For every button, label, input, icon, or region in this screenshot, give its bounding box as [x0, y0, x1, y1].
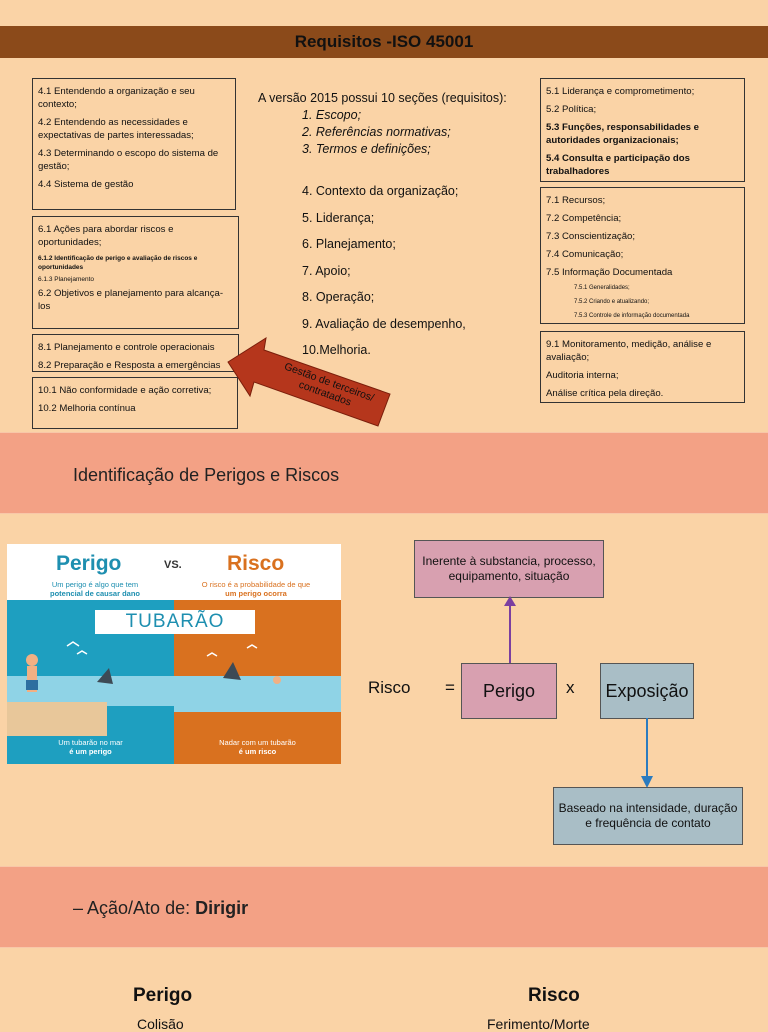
requirement-item: 6.1.3 Planejamento — [38, 276, 95, 283]
left-requirements-box: 4.1 Entendendo a organização e seu conte… — [32, 78, 236, 210]
right-requirements-box: 5.1 Liderança e comprometimento; 5.2 Polí… — [540, 78, 745, 182]
perigo-box: Perigo — [461, 663, 557, 719]
caption-line: Nadar com um tubarão — [219, 738, 296, 747]
caption-line: é um perigo — [69, 747, 112, 756]
illus-vs: VS. — [164, 559, 182, 571]
based-on-box: Baseado na intensidade, duração e frequê… — [553, 787, 743, 845]
right-caption: Nadar com um tubarão é um risco — [174, 738, 341, 756]
requirement-item: Análise crítica pela direção. — [546, 388, 664, 399]
requirement-item: 7.2 Competência; — [546, 213, 622, 224]
requirement-item: 5.2 Política; — [546, 104, 597, 115]
perigo-vs-risco-illustration: Perigo VS. Risco Um perigo é algo que te… — [7, 544, 341, 764]
illus-perigo-desc: Um perigo é algo que tem potencial de ca… — [35, 580, 155, 598]
perigo-desc-line: Um perigo é algo que tem — [51, 580, 139, 589]
requirement-item: 7.1 Recursos; — [546, 195, 606, 206]
risco-desc-line: O risco é a probabilidade de que — [201, 580, 311, 589]
italic-item: 3. Termos e definições; — [302, 142, 431, 156]
caption-line: Um tubarão no mar — [58, 738, 123, 747]
illus-perigo-title: Perigo — [56, 552, 122, 575]
section-item: 7. Apoio; — [302, 263, 351, 278]
bottom-perigo: Perigo — [133, 985, 193, 1006]
requirement-item: 6.1.2 Identificação de perigo e avaliaçã… — [38, 255, 198, 271]
center-intro: A versão 2015 possui 10 seções (requisit… — [258, 90, 548, 158]
illus-risco-desc: O risco é a probabilidade de que um peri… — [185, 580, 327, 598]
band-action-text: – Ação/Ato de: Dirigir — [73, 898, 248, 919]
right-requirements-box: 7.1 Recursos; 7.2 Competência; 7.3 Conscie… — [540, 187, 745, 324]
requirement-item: 6.2 Objetivos e planejamento para alcanç… — [38, 288, 224, 312]
requirement-item: 4.4 Sistema de gestão — [38, 179, 134, 190]
exposicao-box: Exposição — [600, 663, 694, 719]
action-bold: Dirigir — [195, 898, 249, 918]
illus-risco-title: Risco — [227, 552, 285, 575]
requirement-item: 6.1 Ações para abordar riscos e oportuni… — [38, 224, 174, 248]
risco-desc-line: um perigo ocorra — [225, 589, 287, 598]
section-item: 5. Liderança; — [302, 210, 375, 225]
ocean-scene-icon — [7, 641, 341, 736]
bottom-perigo-sub: Colisão — [137, 1016, 184, 1032]
requirement-item: 7.5.2 Criando e atualizando; — [574, 299, 650, 305]
formula-times: x — [566, 678, 575, 697]
section-item: 4. Contexto da organização; — [302, 184, 459, 198]
arrow-shape — [227, 336, 391, 427]
requirement-item: 7.5.3 Controle de informação documentada — [574, 313, 690, 319]
requirement-item: 10.2 Melhoria contínua — [38, 403, 136, 414]
arrow-down-icon — [641, 718, 653, 788]
perigo-desc-line: potencial de causar dano — [49, 589, 141, 598]
inherent-box: Inerente à substancia, processo, equipam… — [414, 540, 604, 598]
requirement-item: 7.5.1 Generalidades; — [574, 285, 630, 291]
tubarao-label: TUBARÃO — [95, 610, 255, 634]
section-item: 8. Operação; — [302, 290, 375, 304]
title-bar: Requisitos -ISO 45001 — [0, 26, 768, 58]
left-requirements-box: 8.1 Planejamento e controle operacionais… — [32, 334, 239, 372]
caption-line: é um risco — [238, 747, 277, 756]
requirement-item: 10.1 Não conformidade e ação corretiva; — [38, 385, 212, 396]
section-item: 9. Avaliação de desempenho, — [302, 316, 466, 331]
requirement-item: 8.1 Planejamento e controle operacionais — [38, 342, 215, 353]
page-title: Requisitos -ISO 45001 — [294, 32, 474, 51]
requirement-item: 5.4 Consulta e participação dos trabalha… — [546, 153, 690, 177]
intro-text: A versão 2015 possui 10 seções (requisit… — [258, 91, 507, 105]
section-item: 10.Melhoria. — [302, 343, 371, 357]
arrow-up-icon — [504, 596, 516, 664]
center-list: 4. Contexto da organização; 5. Liderança… — [302, 184, 466, 370]
requirement-item: 5.1 Liderança e comprometimento; — [546, 86, 695, 97]
requirement-item: 9.1 Monitoramento, medição, análise e av… — [546, 339, 712, 363]
band-hazard-identification: Identificação de Perigos e Riscos — [0, 432, 768, 514]
requirement-item: 8.2 Preparação e Resposta a emergências — [38, 360, 221, 371]
section-item: 6. Planejamento; — [302, 237, 396, 251]
left-caption: Um tubarão no mar é um perigo — [7, 738, 174, 756]
requirement-item: 5.3 Funções, responsabilidades e autorid… — [546, 122, 700, 146]
requirement-item: 7.3 Conscientização; — [546, 231, 636, 242]
left-requirements-box: 6.1 Ações para abordar riscos e oportuni… — [32, 216, 239, 329]
requirement-item: Auditoria interna; — [546, 370, 619, 381]
band-title: Identificação de Perigos e Riscos — [73, 465, 340, 485]
requirement-item: 4.2 Entendendo as necessidades e expecta… — [38, 117, 194, 141]
requirement-item: 4.3 Determinando o escopo do sistema de … — [38, 148, 219, 172]
bottom-risco: Risco — [528, 985, 580, 1006]
action-prefix: – Ação/Ato de: — [73, 898, 196, 918]
bottom-risco-sub: Ferimento/Morte — [487, 1016, 590, 1032]
italic-item: 1. Escopo; — [302, 108, 362, 122]
right-requirements-box: 9.1 Monitoramento, medição, análise e av… — [540, 331, 745, 403]
requirement-item: 7.5 Informação Documentada — [546, 267, 673, 278]
formula-equals: = — [445, 678, 455, 697]
requirement-item: 4.1 Entendendo a organização e seu conte… — [38, 86, 195, 110]
requirement-item: 7.4 Comunicação; — [546, 249, 624, 260]
formula-risco: Risco — [368, 678, 411, 697]
left-requirements-box: 10.1 Não conformidade e ação corretiva; 1… — [32, 377, 238, 429]
italic-item: 2. Referências normativas; — [302, 125, 451, 139]
band-action: – Ação/Ato de: Dirigir — [0, 866, 768, 948]
